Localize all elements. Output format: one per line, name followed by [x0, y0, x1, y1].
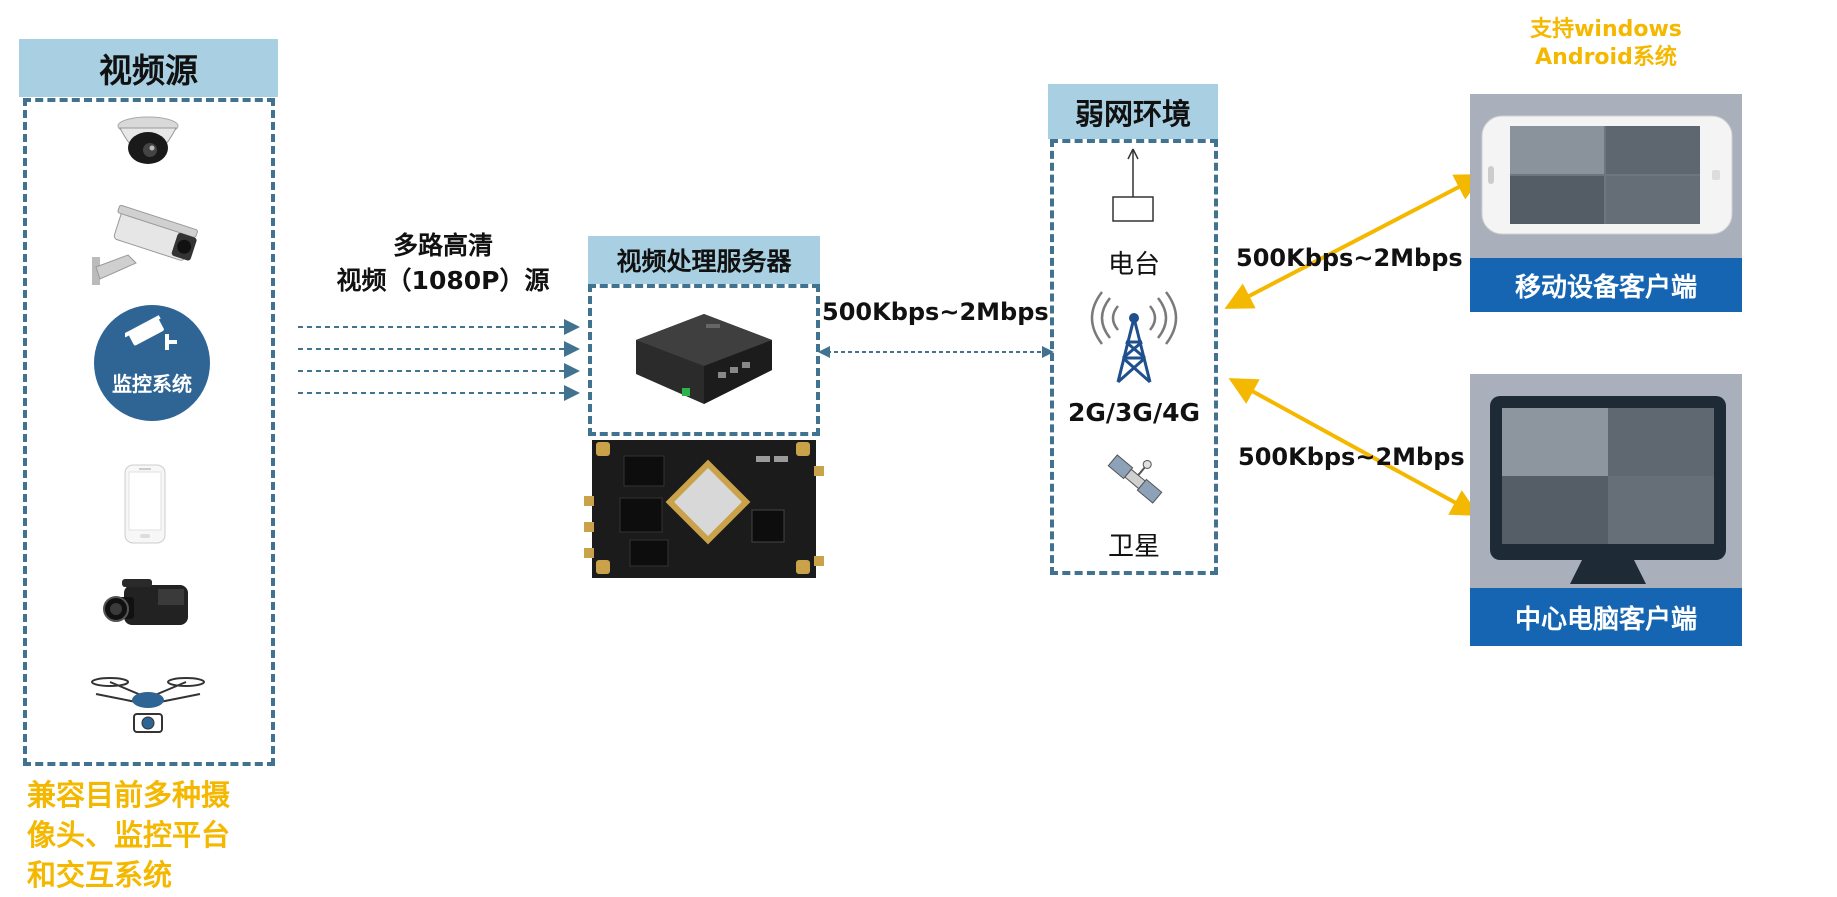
server-link-label: 500Kbps~2Mbps	[822, 298, 1049, 326]
os-support-line-1: 支持windows	[1530, 17, 1682, 42]
radio-station-icon	[1112, 148, 1154, 222]
monitor-system-label: 监控系统	[112, 372, 192, 396]
video-source-header: 视频源	[19, 39, 278, 97]
stream-label-line-1: 多路高清	[392, 231, 493, 260]
stream-arrows	[298, 319, 580, 401]
pc-link-arrow	[1228, 378, 1480, 516]
circuit-board-icon	[584, 440, 824, 578]
cctv-icon	[125, 315, 177, 350]
server-device-icon	[636, 314, 772, 404]
compatibility-caption: 兼容目前多种摄 像头、监控平台 和交互系统	[27, 775, 230, 895]
server-box	[588, 284, 820, 436]
server-header: 视频处理服务器	[588, 236, 820, 284]
radio-label: 电台	[1107, 250, 1160, 280]
satellite-icon	[1107, 454, 1163, 504]
pc-client-label: 中心电脑客户端	[1470, 588, 1742, 646]
cellular-label: 2G/3G/4G	[1067, 398, 1200, 427]
smartphone-icon	[124, 464, 166, 544]
dome-camera-icon	[117, 116, 179, 164]
os-support-line-2: Android系统	[1535, 45, 1677, 70]
mobile-link-label: 500Kbps~2Mbps	[1236, 244, 1463, 272]
mobile-client-label: 移动设备客户端	[1470, 258, 1742, 312]
cell-tower-icon	[1090, 291, 1178, 384]
mobile-device-icon	[1481, 115, 1733, 235]
stream-label: 多路高清 视频（1080P）源	[318, 228, 568, 298]
compatibility-caption-line-2: 像头、监控平台	[27, 818, 231, 852]
pc-link-label: 500Kbps~2Mbps	[1238, 443, 1465, 471]
mobile-link-arrow	[1224, 174, 1484, 309]
compatibility-caption-line-1: 兼容目前多种摄	[27, 778, 231, 812]
video-source-box	[23, 98, 275, 766]
camcorder-icon	[103, 579, 188, 625]
stream-label-line-2: 视频（1080P）源	[336, 266, 550, 295]
satellite-label: 卫星	[1107, 532, 1160, 562]
drone-camera-icon	[91, 677, 205, 733]
os-support-label: 支持windows Android系统	[1476, 16, 1736, 72]
weak-network-header: 弱网环境	[1048, 84, 1218, 139]
compatibility-caption-line-3: 和交互系统	[27, 858, 173, 892]
bullet-camera-icon	[92, 205, 198, 285]
monitor-icon	[1490, 396, 1726, 584]
weak-network-box	[1050, 139, 1218, 575]
